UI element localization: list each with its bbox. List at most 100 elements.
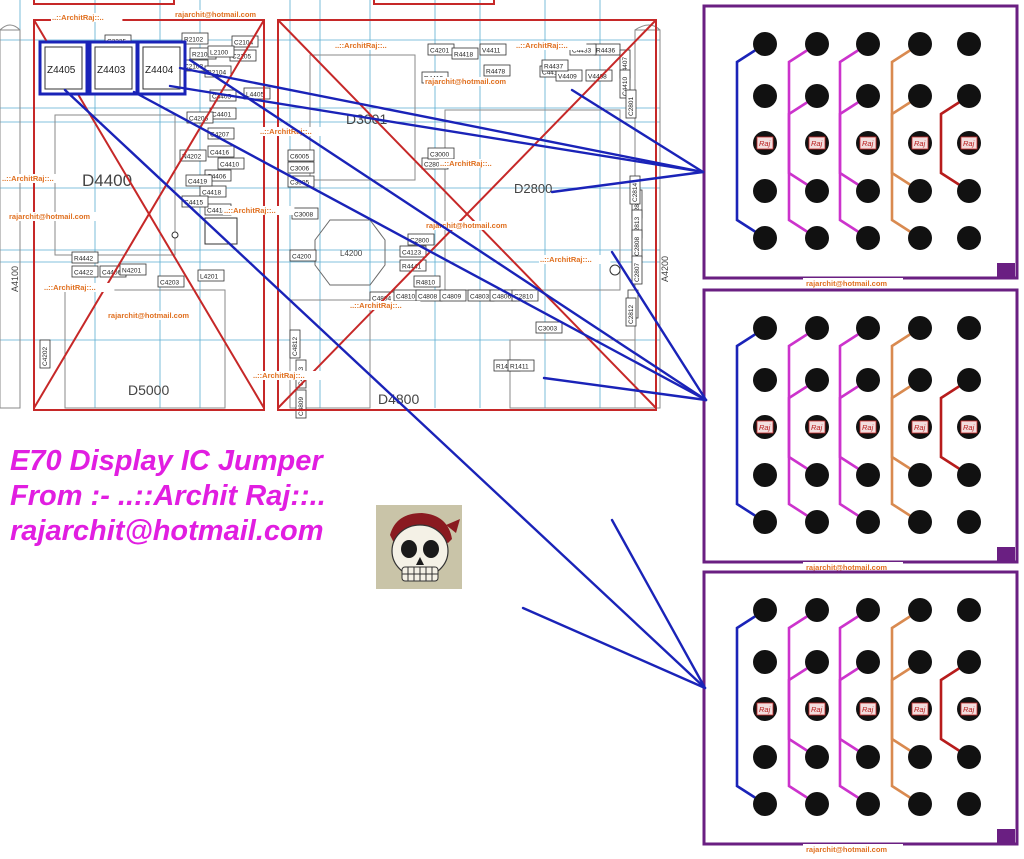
component-c4812: C4812 <box>289 329 301 359</box>
component-label: R4478 <box>486 69 506 76</box>
component-label: C4414 <box>542 70 562 77</box>
pad-labelled: Raj <box>856 415 880 439</box>
component-label: C3006 <box>290 166 310 173</box>
pad-labelled: Raj <box>753 697 777 721</box>
block-label-a4200: A4200 <box>660 256 670 282</box>
component-label: C4410 <box>622 76 629 96</box>
ic-label: Z4403 <box>97 65 126 76</box>
solder-pad <box>856 84 880 108</box>
component-label: C4406 <box>207 174 227 181</box>
jumper-wire <box>735 608 766 806</box>
component-body <box>451 47 479 60</box>
component-label: R4442 <box>74 256 94 263</box>
component-label: C4418 <box>202 190 222 197</box>
solder-pad <box>908 226 932 250</box>
arrow-line <box>610 250 708 402</box>
solder-pad <box>856 226 880 250</box>
component-label: C4416 <box>210 150 230 157</box>
component-label: R4418 <box>454 52 474 59</box>
watermark: ..::ArchitRaj::.. <box>252 371 324 380</box>
solder-pad <box>805 598 829 622</box>
component-body <box>181 195 209 208</box>
pad-labelled: Raj <box>856 697 880 721</box>
solder-pad <box>805 463 829 487</box>
solder-pad <box>753 598 777 622</box>
component-c4203: C4203 <box>157 275 185 288</box>
component-label: C4808 <box>418 294 438 301</box>
ic-label: Z4404 <box>145 65 174 76</box>
solder-pad <box>805 745 829 769</box>
pad-tag <box>911 136 929 150</box>
component-body <box>483 64 511 77</box>
watermark-text: ..::ArchitRaj::.. <box>350 301 402 310</box>
pad-tag-text: Raj <box>862 423 874 432</box>
component-label: C2810 <box>514 294 534 301</box>
pad-tag-text: Raj <box>759 705 771 714</box>
cross-box-top <box>373 0 495 5</box>
skull-pirate-icon <box>376 505 462 589</box>
solder-pad <box>957 510 981 534</box>
component-body <box>631 255 643 285</box>
solder-pad <box>856 792 880 816</box>
component-body <box>71 265 99 278</box>
pad-labelled: Raj <box>753 415 777 439</box>
component-body <box>204 65 232 78</box>
solder-pad <box>805 316 829 340</box>
component-body <box>413 275 441 288</box>
solder-pad <box>908 650 932 674</box>
pad-tag <box>859 420 877 434</box>
inductor-outline <box>314 219 386 286</box>
component-label: C2809 <box>634 196 641 216</box>
pad-tag <box>808 420 826 434</box>
ic-highlight-box <box>38 40 89 96</box>
component-r4436: R4436 <box>593 43 621 56</box>
watermark-bg <box>425 221 514 230</box>
arrow-line <box>521 606 707 690</box>
component-body <box>119 263 147 276</box>
component-body <box>179 149 207 162</box>
pointer-arrows <box>63 58 708 690</box>
arrow-line <box>188 58 708 402</box>
component-c4418: C4418 <box>199 185 227 198</box>
component-label: R2105 <box>192 52 212 59</box>
watermark: ..::ArchitRaj::.. <box>51 13 123 22</box>
solder-pad <box>753 792 777 816</box>
watermark: ..::ArchitRaj::.. <box>334 41 406 50</box>
arrow-line <box>178 66 705 174</box>
solder-pad <box>908 316 932 340</box>
jumper-wire <box>735 326 766 524</box>
component-body <box>289 329 301 359</box>
solder-pad <box>753 32 777 56</box>
watermark: rajarchit@hotmail.com <box>107 311 196 320</box>
component-body <box>399 259 427 272</box>
pad-tag <box>859 136 877 150</box>
solder-pad <box>957 745 981 769</box>
component-body <box>507 359 535 372</box>
pad-tag <box>756 702 774 716</box>
component-label: C4405 <box>212 94 232 101</box>
component-label: R4810 <box>416 280 436 287</box>
solder-pad <box>805 368 829 392</box>
ic-highlight-box <box>136 40 187 96</box>
panel-footer: rajarchit@hotmail.com <box>803 562 903 572</box>
panel-footer-text: rajarchit@hotmail.com <box>806 563 887 572</box>
block-label-d2800: D2800 <box>514 181 552 196</box>
component-body <box>197 269 225 282</box>
component-label: R4436 <box>596 48 616 55</box>
component-body <box>295 389 307 419</box>
watermark-bg <box>43 283 115 292</box>
component-label: C4401 <box>212 112 232 119</box>
solder-pad <box>957 792 981 816</box>
component-label: N4202 <box>182 154 202 161</box>
component-label: C2807 <box>634 262 641 282</box>
cross-line <box>277 19 657 409</box>
jumper-wire <box>939 94 970 193</box>
block-label-d5000: D5000 <box>128 382 169 398</box>
jumper-wire <box>838 660 869 759</box>
component-label: C4809 <box>298 396 305 416</box>
jumper-wire <box>939 660 970 759</box>
block-label-d4400: D4400 <box>82 171 132 190</box>
watermark: ..::ArchitRaj::.. <box>43 283 115 292</box>
